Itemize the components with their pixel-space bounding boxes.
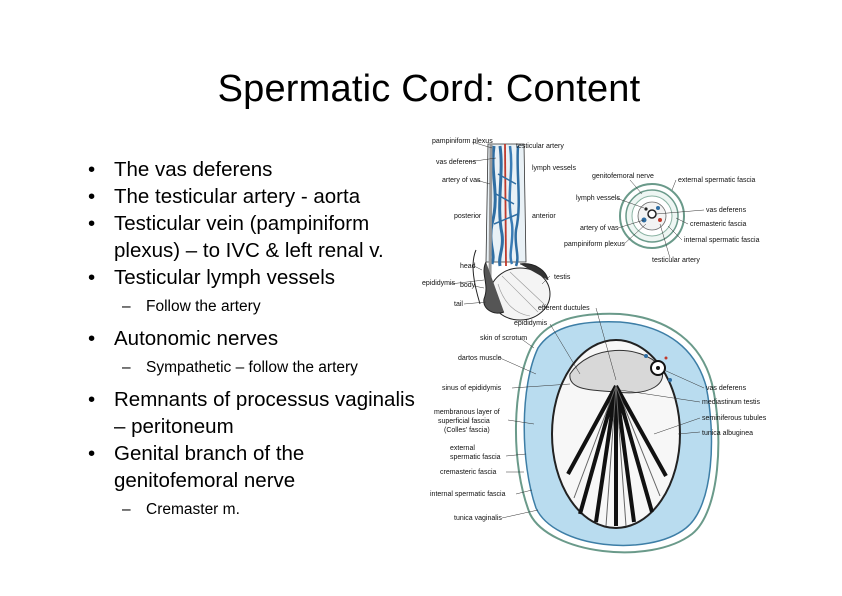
sub-bullet-marker: – — [122, 359, 131, 376]
label-external-spermatic-fascia: external spermatic fascia — [678, 177, 756, 184]
bullet-marker: • — [88, 388, 96, 411]
label-skin-of-scrotum: skin of scrotum — [480, 335, 527, 342]
label-seminiferous-tubules: seminiferous tubules — [702, 415, 767, 422]
label-head: head — [460, 263, 476, 270]
label-internal-spermatic-fascia: internal spermatic fascia — [684, 237, 760, 244]
bullet-item: • Autonomic nerves — [86, 325, 416, 352]
label-sinus-of-epididymis: sinus of epididymis — [442, 385, 502, 392]
sub-bullet-item: –Follow the artery — [86, 297, 416, 317]
label-dartos-muscle: dartos muscle — [458, 355, 502, 362]
bullet-text: Genital branch of the genitofemoral nerv… — [114, 442, 305, 492]
bullet-marker: • — [88, 158, 96, 181]
sub-bullet-text: Sympathetic – follow the artery — [146, 359, 358, 376]
label-posterior: posterior — [454, 213, 482, 220]
spermatic-cord-diagram — [472, 143, 551, 321]
sub-bullet-text: Cremaster m. — [146, 501, 240, 518]
label-external-line1: external — [450, 445, 475, 452]
label-anterior: anterior — [532, 213, 556, 220]
label-tail: tail — [454, 301, 463, 308]
label-cross-lymph-vessels: lymph vessels — [576, 195, 620, 202]
bullet-item: • Genital branch of the genitofemoral ner… — [86, 440, 416, 494]
label-cross-artery-of-vas: artery of vas — [580, 225, 619, 232]
label-testis: testis — [554, 274, 571, 281]
bullet-text: Remnants of processus vaginalis – perito… — [114, 388, 415, 438]
bullet-item: • The testicular artery - aorta — [86, 183, 416, 210]
label-testicular-artery: testicular artery — [516, 143, 564, 150]
bullet-marker: • — [88, 442, 96, 465]
label-external-line2: spermatic fascia — [450, 454, 501, 461]
bullet-item: • Testicular vein (pampiniform plexus) – … — [86, 210, 416, 264]
label-tunica-albuginea: tunica albuginea — [702, 430, 753, 437]
label-pampiniform-plexus: pampiniform plexus — [432, 138, 493, 145]
label-membranous-layer-line3: (Colles' fascia) — [444, 427, 490, 434]
label-genitofemoral-nerve: genitofemoral nerve — [592, 173, 654, 180]
sub-bullet-marker: – — [122, 298, 131, 315]
bullet-item: • The vas deferens — [86, 156, 416, 183]
sub-bullet-item: –Sympathetic – follow the artery — [86, 358, 416, 378]
label-epididymis: epididymis — [422, 280, 456, 287]
bullet-marker: • — [88, 185, 96, 208]
cross-section-labels: genitofemoral nerve external spermatic f… — [564, 173, 760, 264]
label-testis-cremasteric-fascia: cremasteric fascia — [440, 469, 497, 476]
bullet-text: The testicular artery - aorta — [114, 185, 361, 208]
bullet-text: The vas deferens — [114, 158, 273, 181]
label-tunica-vaginalis: tunica vaginalis — [454, 515, 502, 522]
bullet-text: Testicular lymph vessels — [114, 266, 336, 289]
bullet-item: • Testicular lymph vessels — [86, 264, 416, 291]
testis-cross-section — [515, 312, 720, 554]
label-mediastinum-testis: mediastinum testis — [702, 399, 760, 406]
testis-labels: efferent ductules epididymis skin of scr… — [430, 305, 767, 522]
sub-bullet-item: –Cremaster m. — [86, 500, 416, 520]
anatomy-figure: pampiniform plexus testicular artery vas… — [422, 138, 767, 554]
sub-bullet-marker: – — [122, 501, 131, 518]
sub-bullet-text: Follow the artery — [146, 298, 261, 315]
label-body: body — [460, 282, 476, 289]
bullet-text: Autonomic nerves — [114, 327, 279, 350]
bullet-marker: • — [88, 266, 96, 289]
bullet-marker: • — [88, 327, 96, 350]
label-artery-of-vas: artery of vas — [442, 177, 481, 184]
bullet-text: Testicular vein (pampiniform plexus) – t… — [114, 212, 384, 262]
label-membranous-layer-line1: membranous layer of — [434, 409, 500, 416]
cord-labels: pampiniform plexus testicular artery vas… — [422, 138, 576, 308]
label-cross-pampiniform-plexus: pampiniform plexus — [564, 241, 625, 248]
label-testis-vas-deferens: vas deferens — [706, 385, 747, 392]
label-testis-internal-spermatic-fascia: internal spermatic fascia — [430, 491, 506, 498]
label-cremasteric-fascia: cremasteric fascia — [690, 221, 747, 228]
label-cross-testicular-artery: testicular artery — [652, 257, 700, 264]
label-testis-epididymis: epididymis — [514, 320, 548, 327]
bullet-list: • The vas deferens • The testicular artery… — [86, 156, 416, 528]
bullet-item: • Remnants of processus vaginalis – perit… — [86, 386, 416, 440]
cord-cross-section — [619, 183, 685, 249]
label-cross-vas-deferens: vas deferens — [706, 207, 747, 214]
bullet-marker: • — [88, 212, 96, 235]
label-lymph-vessels: lymph vessels — [532, 165, 576, 172]
label-efferent-ductules: efferent ductules — [538, 305, 590, 312]
slide-title: Spermatic Cord: Content — [217, 68, 641, 110]
label-membranous-layer-line2: superficial fascia — [438, 418, 490, 425]
label-vas-deferens: vas deferens — [436, 159, 477, 166]
